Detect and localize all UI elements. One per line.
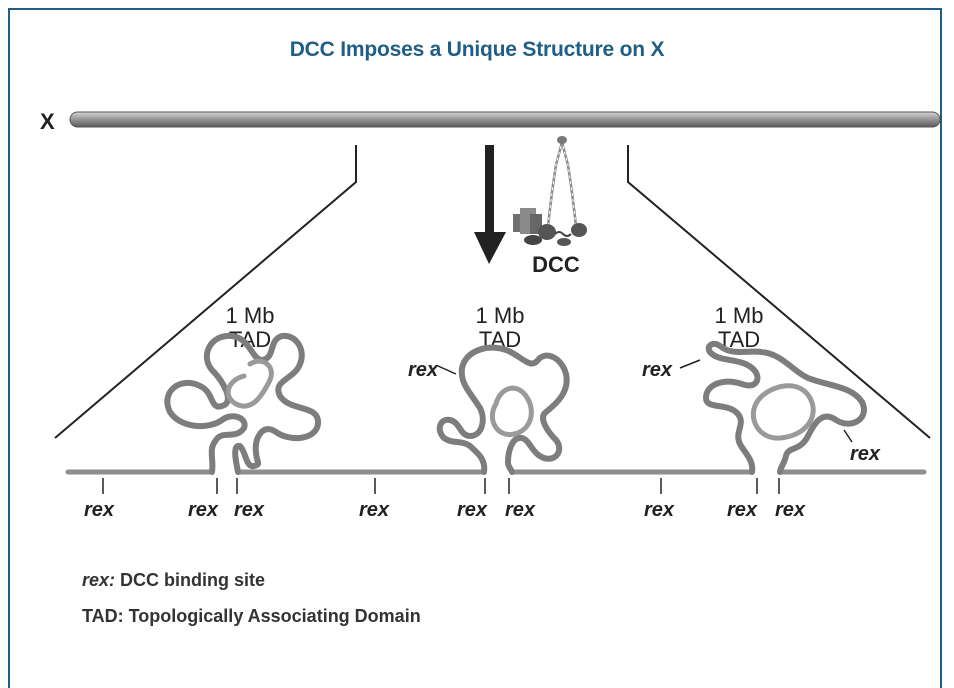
rex-label: rex (408, 359, 439, 381)
dcc-complex-icon (513, 136, 587, 246)
chromosome-x (69, 111, 941, 128)
rex-label: rex (234, 499, 265, 521)
rex-label: rex (84, 499, 115, 521)
tad-loop-1-strand (225, 358, 274, 409)
legend-rex-definition: DCC binding site (115, 570, 266, 590)
dcc-label: DCC (532, 252, 580, 277)
rex-label: rex (457, 499, 488, 521)
zoom-line-right (627, 145, 931, 439)
tad-size: 1 Mb (226, 303, 275, 328)
down-arrow-icon (474, 145, 506, 264)
tad-size: 1 Mb (476, 303, 525, 328)
tad-loop-3-strand (750, 383, 816, 441)
legend-rex-term: rex: (82, 570, 116, 590)
rex-ticks (102, 478, 780, 494)
rex-label: rex (359, 499, 390, 521)
rex-label: rex (775, 499, 806, 521)
tad-loop-3 (703, 340, 867, 475)
rex-axis-labels: rex rex rex rex rex rex rex rex rex (84, 499, 806, 521)
rex-label: rex (505, 499, 536, 521)
rex-label: rex (642, 359, 673, 381)
rex-label: rex (188, 499, 219, 521)
tad-label-2: 1 Mb TAD (476, 303, 525, 352)
tad-size: 1 Mb (715, 303, 764, 328)
figure-title: DCC Imposes a Unique Structure on X (289, 38, 665, 61)
rex-loop-label-2: rex (408, 359, 457, 381)
diagram: X DCC 1 Mb TAD 1 Mb TAD (40, 109, 941, 521)
zoom-line-left (54, 145, 357, 439)
tad-loop-2 (436, 344, 570, 475)
tad-loop-2-strand (489, 385, 534, 438)
chromosome-label: X (40, 109, 55, 134)
rex-label: rex (850, 443, 881, 465)
rex-loop-label-3a: rex (642, 359, 701, 381)
rex-loop-label-3b: rex (843, 429, 881, 465)
legend-tad: TAD: Topologically Associating Domain (82, 606, 421, 626)
tad-label-1: 1 Mb TAD (226, 303, 275, 352)
figure-frame (8, 8, 942, 688)
legend-rex: rex: DCC binding site (82, 570, 265, 591)
rex-label: rex (644, 499, 675, 521)
rex-label: rex (727, 499, 758, 521)
